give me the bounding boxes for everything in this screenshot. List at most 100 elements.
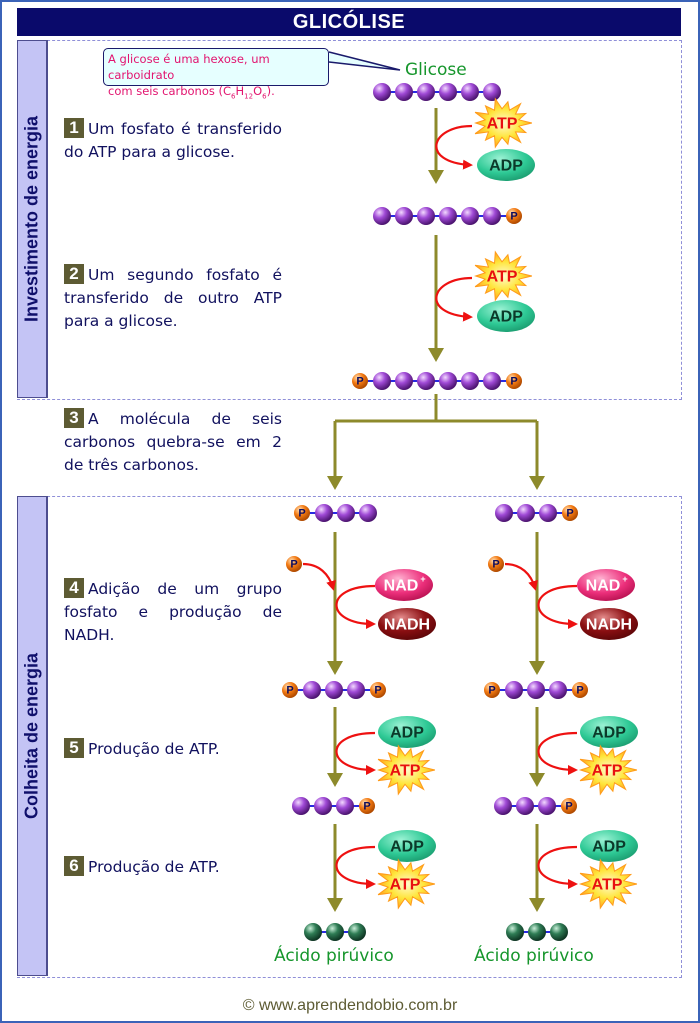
arrow-step-5-left	[327, 707, 343, 787]
phosphate-label: P	[356, 376, 363, 388]
triose-phosphate-right: P	[495, 504, 578, 522]
step-text: Um segundo fosfato é transferido de outr…	[64, 266, 282, 330]
carbon-atom	[373, 83, 391, 101]
carbon-atom	[337, 504, 355, 522]
atp-label: ATP	[487, 116, 518, 133]
carbon-atom	[538, 797, 556, 815]
pyruvate-carbon-atom	[326, 923, 344, 941]
formula-c-subscript: 6	[231, 92, 236, 101]
atp-label: ATP	[390, 763, 421, 780]
phosphate-group	[506, 208, 522, 224]
arrow-head	[529, 773, 545, 787]
split-arrow-left	[327, 421, 343, 490]
carbon-atom	[516, 797, 534, 815]
phosphate-label: P	[565, 801, 572, 813]
arrow-head	[327, 661, 343, 675]
step-number-badge: 4	[64, 578, 84, 598]
carbon-atom	[373, 372, 391, 390]
adp-step-5-left-label: ADP	[390, 725, 424, 742]
nadh-right-shape	[580, 608, 638, 640]
nad-label: NAD	[384, 578, 419, 595]
step-text: Produção de ATP.	[88, 858, 220, 876]
page-title: GLICÓLISE	[17, 8, 681, 36]
phosphate-group-added	[286, 556, 302, 572]
phosphate-group	[562, 505, 578, 521]
arrow-head	[529, 661, 545, 675]
energy-investment-section	[17, 40, 682, 400]
atp-step-6-right: ATP	[578, 858, 638, 910]
carbon-atom	[395, 372, 413, 390]
phosphoglycerate-right: P	[494, 797, 577, 815]
arrow-step-6-left	[327, 824, 343, 912]
pyruvate-molecule-left	[304, 923, 366, 941]
atp-step-5-right: ATP	[578, 744, 638, 796]
transfer-arrow-step-1	[435, 124, 473, 170]
nad-plus-left: NAD+	[375, 569, 433, 601]
pyruvate-label-right: Ácido pirúvico	[474, 946, 594, 966]
atp-label: ATP	[390, 877, 421, 894]
pyruvate-carbon-atom	[304, 923, 322, 941]
adp-step-5-right: ADP	[580, 716, 638, 748]
carbon-atom	[461, 83, 479, 101]
step-number-badge: 3	[64, 408, 84, 428]
arrow-head	[428, 170, 444, 184]
nadh-left-shape	[378, 608, 436, 640]
adp-step-2: ADP	[477, 300, 535, 332]
carbon-atom	[395, 207, 413, 225]
pyruvate-carbon-atom	[550, 923, 568, 941]
adp-step-6-right: ADP	[580, 830, 638, 862]
phosphate-addition-arrow-right	[504, 562, 538, 591]
triose-phosphate-left: P	[294, 504, 377, 522]
arrow-head	[327, 773, 343, 787]
carbon-atom	[336, 797, 354, 815]
carbon-atom	[359, 504, 377, 522]
atp-production-arrow-6-right	[537, 845, 578, 889]
section-label-investment: Investimento de energia	[17, 40, 48, 398]
transfer-arrow-step-2	[435, 276, 473, 322]
atp-burst-icon	[377, 858, 436, 910]
pyruvate-molecule-right	[506, 923, 568, 941]
phosphate-label: P	[374, 685, 381, 697]
adp-step-5-left: ADP	[378, 716, 436, 748]
arrow-step-5-right	[529, 707, 545, 787]
carbon-atom	[461, 372, 479, 390]
glucose-molecule	[373, 83, 501, 101]
pyruvate-carbon-atom	[348, 923, 366, 941]
phosphate-addition-arrow-left	[302, 562, 336, 591]
arrow-step-4-left	[327, 532, 343, 675]
callout-line-1: A glicose é uma hexose, um carboidrato	[108, 52, 270, 82]
formula-o-subscript: 6	[262, 92, 267, 101]
carbon-atom	[483, 372, 501, 390]
pyruvate-carbon-atom	[506, 923, 524, 941]
adp-step-6-left-label: ADP	[390, 839, 424, 856]
callout-suffix: ).	[266, 84, 275, 98]
arrow-step-4-right	[529, 532, 545, 675]
phosphate-label: P	[510, 211, 517, 223]
adp-step-5-right-shape	[580, 716, 638, 748]
adp-step-2-shape	[477, 300, 535, 332]
phosphate-group	[294, 505, 310, 521]
step-text: A molécula de seis carbonos quebra-se em…	[64, 410, 282, 474]
adp-step-1-shape	[477, 149, 535, 181]
carbon-atom	[549, 681, 567, 699]
phosphate-label: P	[286, 685, 293, 697]
phosphate-group-added	[488, 556, 504, 572]
glucose-6-phosphate: P	[373, 207, 522, 225]
split-arrow-right	[529, 421, 545, 490]
atp-step-6-left: ATP	[377, 858, 436, 910]
carbon-atom	[417, 207, 435, 225]
phosphate-label: P	[488, 685, 495, 697]
carbon-atom	[292, 797, 310, 815]
arrow-head	[428, 348, 444, 362]
nad-superscript: +	[622, 574, 627, 584]
adp-step-2-label: ADP	[489, 309, 523, 326]
carbon-atom	[483, 207, 501, 225]
carbon-atom	[494, 797, 512, 815]
atp-step-5-left: ATP	[377, 744, 436, 796]
adp-step-6-left-shape	[378, 830, 436, 862]
adp-step-1-label: ADP	[489, 158, 523, 175]
nadh-right-label: NADH	[586, 617, 632, 634]
